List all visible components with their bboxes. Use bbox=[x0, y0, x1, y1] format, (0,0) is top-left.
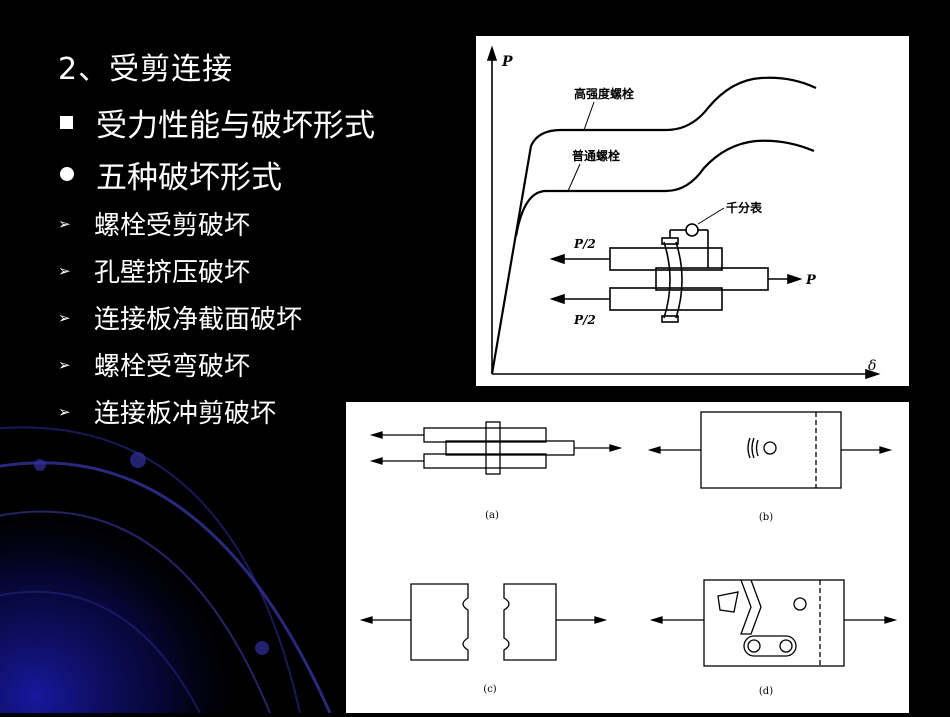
bolt-shank bbox=[675, 241, 683, 319]
diagram-c bbox=[359, 583, 608, 661]
y-axis-arrow-icon bbox=[486, 45, 498, 61]
force-label: P bbox=[805, 273, 817, 288]
sub-bullet-3: ➢ 连接板净截面破坏 bbox=[58, 294, 375, 341]
half-force-top-label: P/2 bbox=[573, 237, 596, 251]
arrowhead-bullet-icon: ➢ bbox=[58, 402, 71, 421]
dot-bullet-icon bbox=[60, 167, 74, 181]
diagram-d bbox=[649, 579, 898, 667]
gauge-label: 千分表 bbox=[726, 200, 763, 215]
normal-bolt-curve bbox=[514, 139, 815, 237]
label-b: (b) bbox=[759, 512, 773, 523]
y-axis-label: P bbox=[501, 54, 513, 70]
failure-modes-figure: (a) (b) (c) (d) bbox=[346, 402, 909, 713]
right-arrow-icon bbox=[787, 273, 803, 285]
middle-plate bbox=[655, 267, 769, 291]
slide-title: 2、受剪连接 bbox=[58, 52, 234, 87]
bolt-shank bbox=[663, 241, 671, 319]
diagram-b bbox=[647, 411, 893, 489]
half-force-bottom-label: P/2 bbox=[573, 313, 596, 327]
load-displacement-figure: P δ 高强度螺栓 普通螺栓 千分表 P/2 P/2 P bbox=[476, 36, 909, 386]
bullet-list: 受力性能与破坏形式 五种破坏形式 ➢ 螺栓受剪破坏 ➢ 孔壁挤压破坏 ➢ 连接板… bbox=[58, 96, 375, 435]
bullet-text: 五种破坏形式 bbox=[96, 159, 282, 196]
bullet-performance: 受力性能与破坏形式 bbox=[58, 96, 375, 148]
sub-bullet-1: ➢ 螺栓受剪破坏 bbox=[58, 200, 375, 247]
arrowhead-bullet-icon: ➢ bbox=[58, 261, 71, 280]
diagram-a bbox=[369, 421, 623, 475]
sub-bullet-5: ➢ 连接板冲剪破坏 bbox=[58, 388, 375, 435]
dial-gauge-icon bbox=[685, 223, 699, 237]
arrowhead-bullet-icon: ➢ bbox=[58, 308, 71, 327]
arrowhead-bullet-icon: ➢ bbox=[58, 214, 71, 233]
leader-line bbox=[567, 163, 581, 192]
normal-bolt-label: 普通螺栓 bbox=[572, 148, 620, 163]
label-d: (d) bbox=[759, 686, 773, 697]
high-strength-label: 高强度螺栓 bbox=[574, 86, 634, 101]
arrowhead-bullet-icon: ➢ bbox=[58, 355, 71, 374]
sub-bullet-text: 螺栓受弯破坏 bbox=[94, 352, 251, 382]
bolt-nut bbox=[661, 315, 679, 323]
bottom-plate bbox=[609, 287, 723, 311]
x-axis-label: δ bbox=[868, 358, 876, 374]
load-displacement-diagram: P δ 高强度螺栓 普通螺栓 千分表 P/2 P/2 P bbox=[486, 45, 881, 380]
left-arrow-icon bbox=[549, 293, 565, 305]
failure-modes-diagram: (a) (b) (c) (d) bbox=[359, 411, 898, 697]
left-arrow-icon bbox=[549, 253, 565, 265]
square-bullet-icon bbox=[60, 115, 73, 129]
label-a: (a) bbox=[485, 510, 499, 521]
sub-bullet-2: ➢ 孔壁挤压破坏 bbox=[58, 247, 375, 294]
sub-bullet-text: 螺栓受剪破坏 bbox=[94, 211, 251, 241]
sub-bullet-text: 孔壁挤压破坏 bbox=[94, 258, 251, 288]
label-c: (c) bbox=[483, 684, 497, 695]
high-strength-curve bbox=[490, 76, 817, 375]
bullet-five-modes: 五种破坏形式 bbox=[58, 148, 375, 200]
bullet-text: 受力性能与破坏形式 bbox=[96, 107, 375, 144]
sub-bullet-text: 连接板冲剪破坏 bbox=[94, 399, 277, 429]
sub-bullet-text: 连接板净截面破坏 bbox=[94, 305, 303, 335]
x-axis-arrow-icon bbox=[865, 368, 881, 380]
leader-line bbox=[583, 101, 595, 131]
sub-bullet-4: ➢ 螺栓受弯破坏 bbox=[58, 341, 375, 388]
